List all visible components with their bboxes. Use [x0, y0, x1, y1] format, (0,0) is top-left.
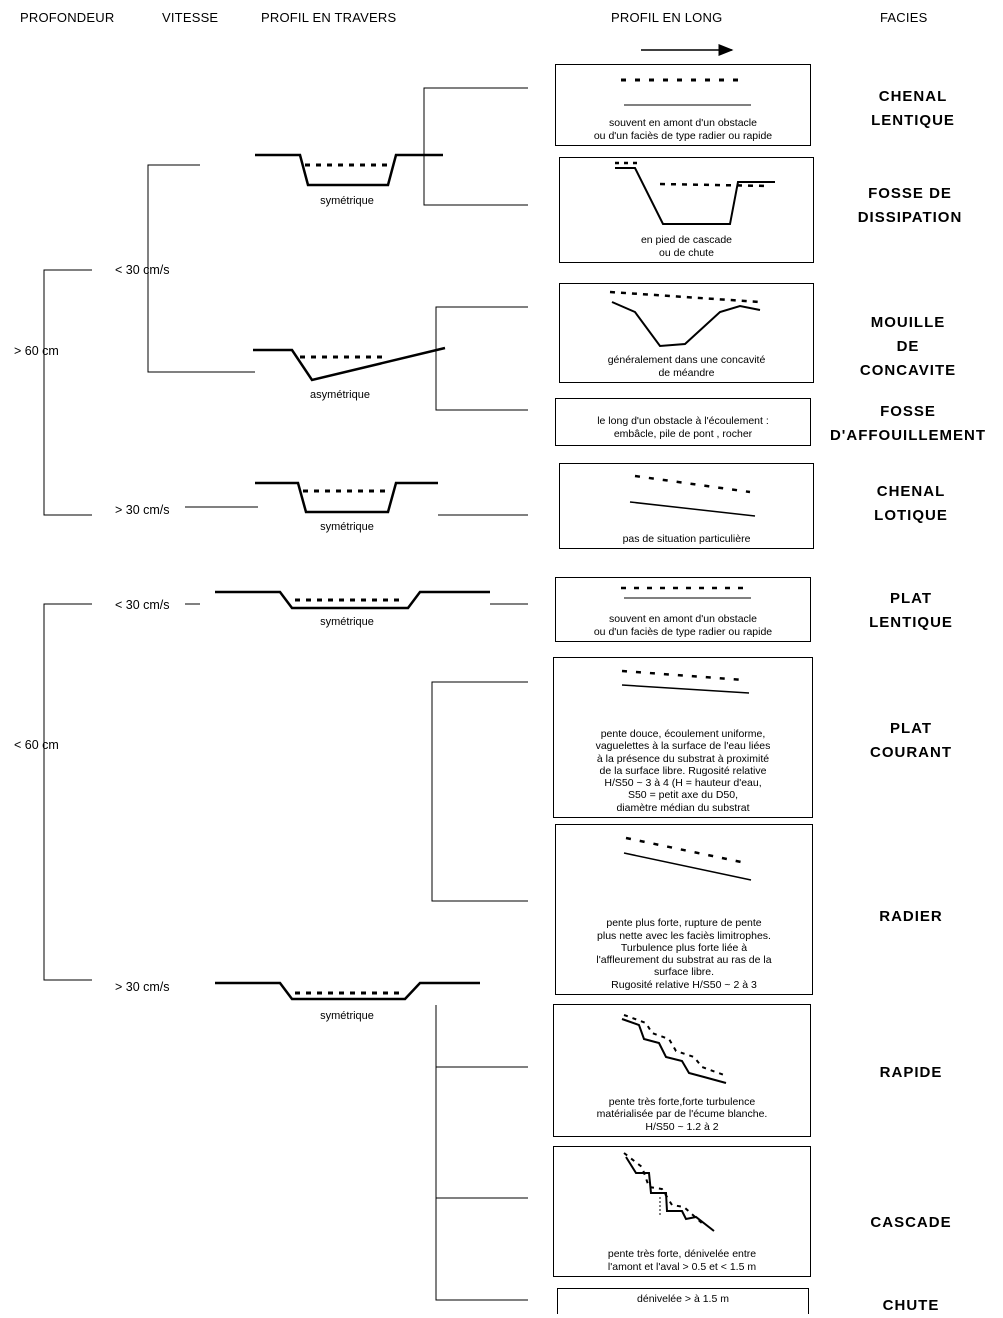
profile-box-chenal-lotique: pas de situation particulière [559, 463, 814, 549]
facies-label: PLAT COURANT [870, 720, 952, 761]
profile-box-chute: dénivelée > à 1.5 m [557, 1288, 809, 1314]
speed-label-deep-fast: > 30 cm/s [115, 503, 170, 517]
profile-box-mouille-concavite: généralement dans une concavité de méand… [559, 283, 814, 383]
facies-label: CASCADE [870, 1214, 952, 1231]
speed-label-deep-slow: < 30 cm/s [115, 263, 170, 277]
cross-section-caption: symétrique [320, 616, 374, 628]
depth-label-deep: > 60 cm [14, 344, 59, 358]
profile-description: souvent en amont d'un obstacle ou d'un f… [593, 117, 773, 142]
speed-label-shallow-slow: < 30 cm/s [115, 598, 170, 612]
header-facies: FACIES [880, 10, 928, 25]
facies-label: FOSSE DE DISSIPATION [857, 185, 963, 226]
profile-description: pente très forte,forte turbulence matéri… [596, 1096, 768, 1133]
profile-description: le long d'un obstacle à l'écoulement : e… [597, 415, 769, 440]
profile-box-plat-courant: pente douce, écoulement uniforme, vaguel… [553, 657, 813, 818]
water-surfaces [295, 163, 405, 995]
cross-section-caption: symétrique [320, 195, 374, 207]
profile-description: généralement dans une concavité de méand… [607, 354, 766, 379]
profile-description: souvent en amont d'un obstacle ou d'un f… [593, 613, 773, 638]
profile-box-fosse-dissipation: en pied de cascade ou de chute [559, 157, 814, 263]
profile-box-fosse-affouillement: le long d'un obstacle à l'écoulement : e… [555, 398, 811, 446]
cross-section-caption: symétrique [320, 1010, 374, 1022]
cross-section-profiles [215, 153, 490, 1001]
cross-section-caption: asymétrique [310, 389, 370, 401]
profile-description: dénivelée > à 1.5 m [637, 1293, 729, 1305]
depth-label-shallow: < 60 cm [14, 738, 59, 752]
speed-label-shallow-fast: > 30 cm/s [115, 980, 170, 994]
facies-label: CHUTE [882, 1297, 940, 1314]
cross-section-caption: symétrique [320, 521, 374, 533]
facies-label: PLAT LENTIQUE [869, 590, 953, 631]
profile-box-radier: pente plus forte, rupture de pente plus … [555, 824, 813, 995]
profile-description: pente douce, écoulement uniforme, vaguel… [595, 727, 771, 814]
facies-label: MOUILLE DE CONCAVITE [859, 314, 957, 379]
profile-box-cascade: pente très forte, dénivelée entre l'amon… [553, 1146, 811, 1277]
profile-description: pas de situation particulière [622, 532, 751, 545]
profile-description: pente plus forte, rupture de pente plus … [596, 917, 772, 991]
facies-label: CHENAL LOTIQUE [874, 483, 948, 524]
facies-label: FOSSE D'AFFOUILLEMENT [829, 403, 987, 444]
header-vitesse: VITESSE [162, 10, 219, 25]
profile-box-chenal-lentique: souvent en amont d'un obstacle ou d'un f… [555, 64, 811, 146]
tree-connectors [43, 87, 528, 1301]
profile-box-plat-lentique: souvent en amont d'un obstacle ou d'un f… [555, 577, 811, 642]
facies-label: RAPIDE [879, 1064, 943, 1081]
facies-label: CHENAL LENTIQUE [871, 88, 955, 129]
profile-description: en pied de cascade ou de chute [640, 234, 733, 259]
header-profondeur: PROFONDEUR [20, 10, 115, 25]
header-profil-travers: PROFIL EN TRAVERS [261, 10, 397, 25]
facies-label: RADIER [879, 908, 943, 925]
profile-box-rapide: pente très forte,forte turbulence matéri… [553, 1004, 811, 1137]
header-profil-long: PROFIL EN LONG [611, 10, 723, 25]
profile-description: pente très forte, dénivelée entre l'amon… [607, 1248, 757, 1273]
